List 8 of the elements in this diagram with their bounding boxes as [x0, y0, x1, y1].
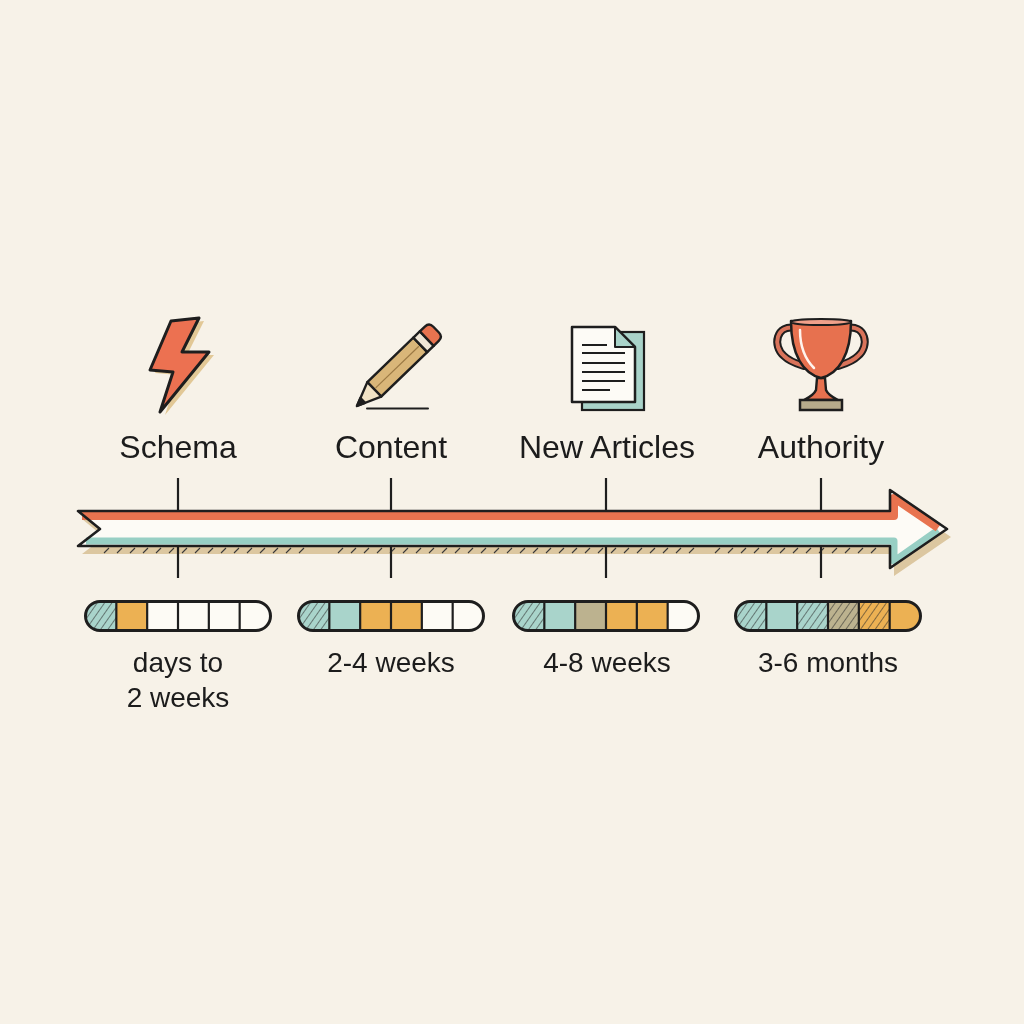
- duration-label: 2-4 weeks: [327, 646, 455, 680]
- milestone-label: Authority: [757, 428, 885, 467]
- duration-label: 3-6 months: [757, 646, 899, 680]
- duration-label: 4-8 weeks: [543, 646, 671, 680]
- milestone-label: Content: [334, 428, 448, 467]
- milestone-label: New Articles: [519, 428, 695, 467]
- milestone-label: Schema: [119, 428, 237, 467]
- duration-label: days to 2 weeks: [125, 646, 231, 715]
